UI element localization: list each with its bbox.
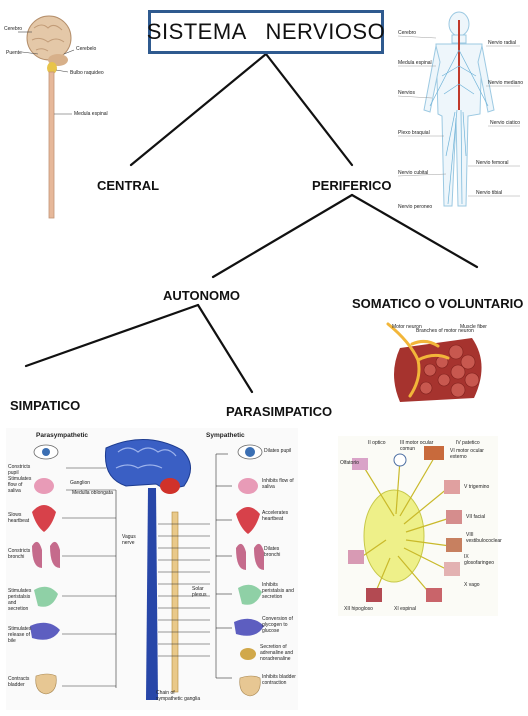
cranial-label-5: V trigemino	[464, 484, 490, 490]
center-label-ganglion: Ganglion	[70, 480, 91, 486]
body-label-2: Nervios	[398, 90, 415, 96]
left-label-5: Stimulates release of bile	[8, 626, 32, 644]
label-bulbo: Bulbo raquideo	[70, 70, 104, 76]
right-label-7: Inhibits bladder contraction	[262, 674, 296, 686]
node-simpatico: SIMPATICO	[10, 398, 81, 413]
body-label-8: Nervio femoral	[476, 160, 509, 166]
center-label-solar-plexus: Solar plexus	[192, 586, 207, 598]
left-label-6: Contracts bladder	[8, 676, 30, 688]
body-label-6: Nervio mediano	[488, 80, 524, 86]
muscle-label-motor-neuron: Motor neuron	[392, 324, 422, 330]
cranial-label-0: II optico	[368, 440, 386, 446]
label-medula: Medula espinal	[74, 111, 108, 117]
body-label-3: Plexo braquial	[398, 130, 430, 136]
body-outline-image	[397, 11, 520, 207]
body-label-4: Nervio cubital	[398, 170, 429, 176]
cranial-label-2: IV patetico	[456, 440, 480, 446]
muscle-neuron-illustration: Motor neuron Branches of motor neuron Mu…	[386, 318, 494, 410]
parasympathetic-title: Parasympathetic	[36, 432, 89, 439]
body-label-10: Nervio peroneo	[398, 204, 433, 210]
cranial-label-3: VI motor ocular externo	[450, 448, 484, 460]
node-autonomo: AUTONOMO	[163, 288, 241, 303]
right-label-1: Inhibits flow of saliva	[262, 478, 294, 490]
line-autonomo-parasimpatico	[196, 303, 254, 394]
line-title-periferico	[264, 52, 354, 167]
muscle-image	[386, 322, 482, 402]
right-label-6: Secretion of adrenaline and noradrenalin…	[260, 644, 294, 662]
left-label-3: Constricts bronchi	[8, 548, 31, 560]
label-puente: Puente	[6, 50, 22, 56]
node-central: CENTRAL	[97, 178, 160, 193]
cranial-label-11: XI espinal	[394, 606, 416, 612]
sympathetic-title: Sympathetic	[206, 432, 245, 439]
brain-spinal-cord-image	[18, 15, 75, 219]
diagram-title: SISTEMA NERVIOSO	[147, 10, 385, 54]
muscle-label-branches: Branches of motor neuron	[416, 328, 474, 334]
line-periferico-autonomo	[211, 193, 354, 279]
left-label-4: Stimulates peristalsis and secretion	[8, 588, 32, 612]
node-parasimpatico: PARASIMPATICO	[226, 404, 333, 419]
right-label-4: Inhibits peristalsis and secretion	[262, 582, 294, 600]
body-label-5: Nervio radial	[488, 40, 517, 46]
cranial-nerves-image	[348, 446, 462, 602]
cranial-label-4: Olfatorio	[340, 460, 359, 466]
center-label-medulla: Medulla oblongata	[72, 490, 113, 496]
node-periferico: PERIFERICO	[312, 178, 392, 193]
body-label-7: Nervio ciatico	[490, 120, 521, 126]
left-label-1: Stimulates flow of saliva	[8, 476, 32, 494]
line-title-central	[129, 52, 268, 167]
center-label-vagus: Vagus nerve	[122, 534, 136, 546]
label-cerebelo: Cerebelo	[76, 46, 97, 52]
line-autonomo-simpatico	[24, 303, 200, 368]
autonomic-diagram: Parasympathetic Sympathetic Constricts p…	[6, 428, 298, 710]
body-nervous-system-illustration: Cerebro Medula espinal Nervios Plexo bra…	[396, 6, 524, 220]
cranial-label-10: XII hipogloso	[344, 606, 373, 612]
body-label-9: Nervio tibial	[476, 190, 503, 196]
cranial-label-1: III motor ocular comun	[400, 440, 434, 452]
body-label-0: Cerebro	[398, 30, 417, 36]
cranial-label-6: VII facial	[466, 514, 486, 520]
cranial-label-7: VIII vestibulococlear	[466, 532, 502, 544]
right-label-5: Conversion of glycogen to glucose	[262, 616, 293, 634]
muscle-label-fiber: Muscle fiber	[460, 324, 487, 330]
left-label-0: Constricts pupil	[8, 464, 31, 476]
brain-spinal-cord-illustration: Cerebro Puente Cerebelo Bulbo raquideo M…	[4, 6, 114, 220]
line-periferico-somatico	[350, 193, 479, 269]
autonomic-diagram-image	[30, 439, 264, 700]
center-label-chain: Chain of sympathetic ganglia	[156, 690, 201, 702]
cranial-label-8: IX glosofaringeo	[464, 554, 495, 566]
cranial-label-9: X vago	[464, 582, 480, 588]
left-label-2: Slows heartbeat	[8, 512, 30, 524]
right-label-3: Dilates bronchi	[264, 546, 281, 558]
node-somatico: SOMATICO O VOLUNTARIO	[352, 296, 524, 311]
body-label-1: Medula espinal	[398, 60, 432, 66]
right-label-2: Accelerates heartbeat	[262, 510, 289, 522]
label-cerebro: Cerebro	[4, 26, 23, 32]
right-label-0: Dilates pupil	[264, 448, 292, 454]
cranial-nerves-diagram: II optico III motor ocular comun IV pate…	[338, 436, 502, 616]
